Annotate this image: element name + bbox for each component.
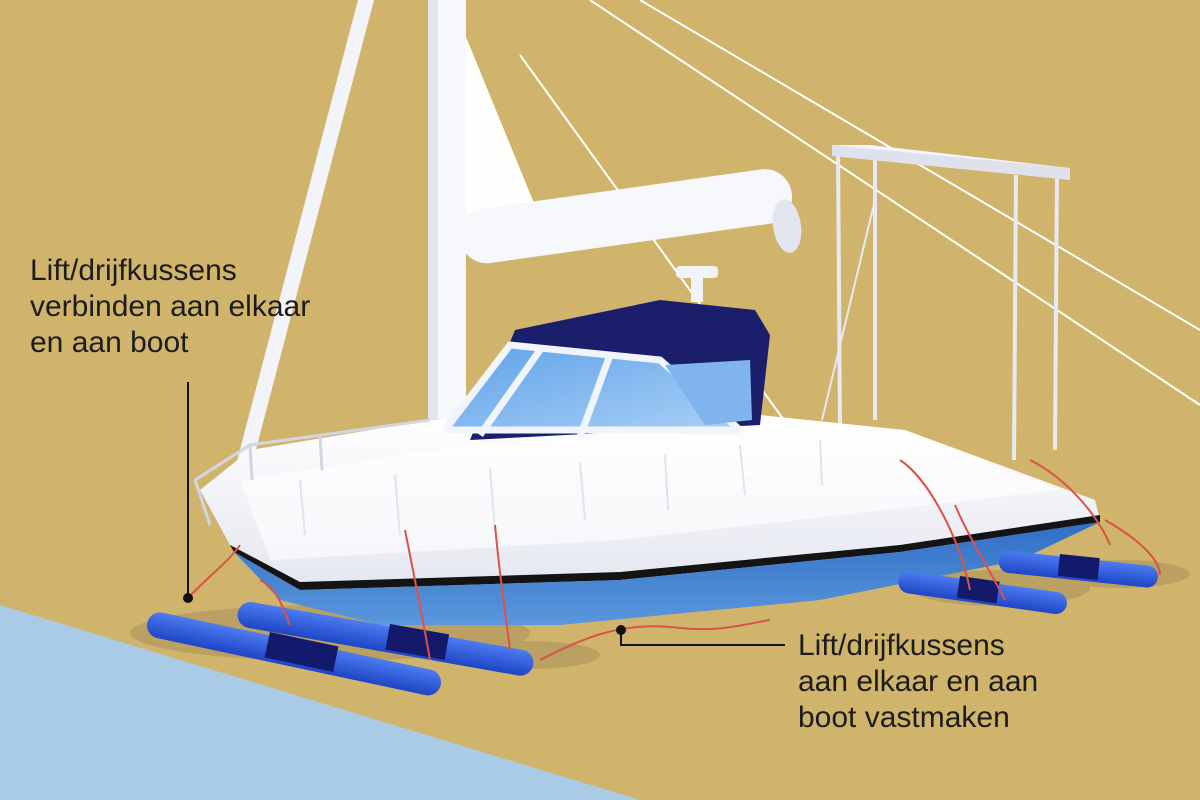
bow-railing (193, 418, 431, 526)
lift-bag-front-left (147, 612, 442, 696)
callout-right-line-2: aan elkaar en aan (798, 665, 1039, 698)
hull-panels (299, 439, 823, 536)
lift-bag-front-right (237, 602, 534, 676)
boot-stripe (230, 515, 1100, 590)
hull-bottom (234, 522, 1100, 625)
forestay-pole (232, 0, 374, 480)
bimini-frame (821, 149, 1059, 461)
boom (459, 169, 802, 264)
callout-left-line-3: en aan boot (30, 326, 189, 359)
callout-left-label: Lift/drijfkussens verbinden aan elkaar e… (30, 253, 310, 361)
lift-bag-rear-right (998, 551, 1159, 588)
callout-right-line-3: boot vastmaken (798, 701, 1010, 734)
callout-right-line-1: Lift/drijfkussens (798, 629, 1005, 662)
rigging-lines (519, 0, 1200, 471)
callout-left-line-1: Lift/drijfkussens (30, 254, 237, 287)
radar-antenna (676, 266, 718, 302)
jib-sail (455, 10, 545, 255)
callout-right-label: Lift/drijfkussens aan elkaar en aan boot… (798, 628, 1038, 736)
leader-dot-right (616, 625, 626, 635)
callout-left-line-2: verbinden aan elkaar (30, 290, 311, 323)
tie-ropes (185, 459, 1161, 661)
lift-bags (147, 551, 1159, 696)
water-area (0, 605, 640, 800)
leader-dot-left (183, 593, 193, 603)
